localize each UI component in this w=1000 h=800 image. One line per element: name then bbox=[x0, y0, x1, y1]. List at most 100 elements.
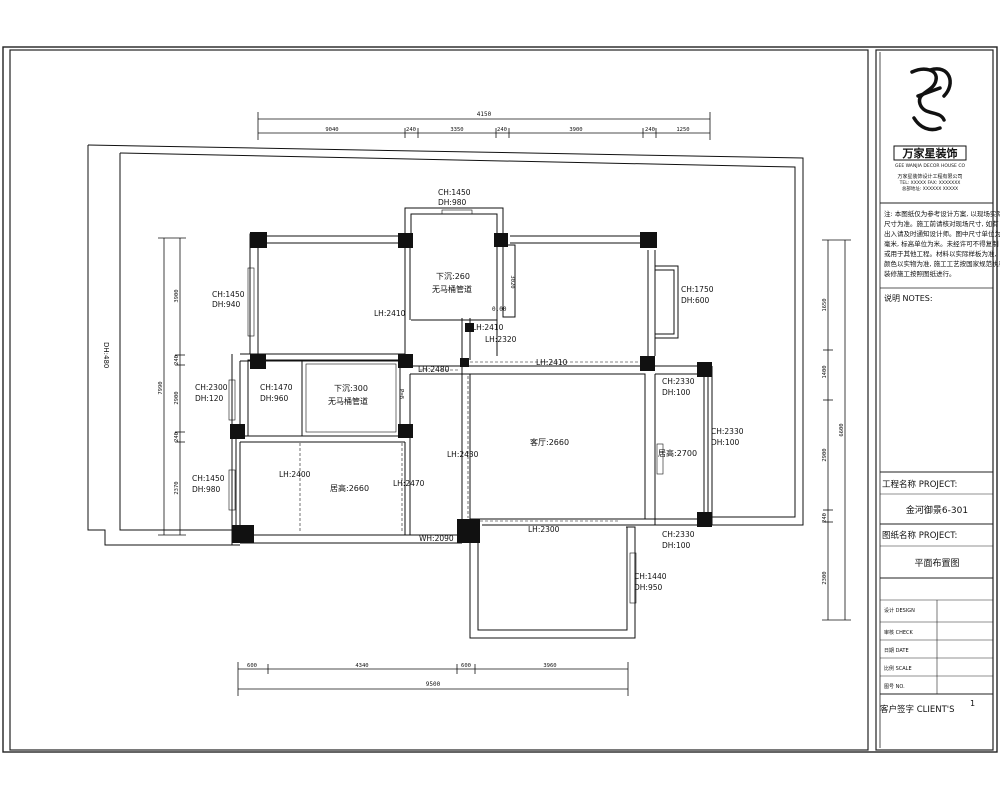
dim-right-seg-3: 2900 bbox=[822, 448, 828, 461]
addr-line-3: 总部地址: XXXXXX XXXXX bbox=[902, 185, 958, 192]
drawing-label: 图纸名称 PROJECT: bbox=[882, 530, 957, 541]
label-bath2-l1: 下沉:300 bbox=[334, 384, 368, 393]
label-e-dh: DH:100 bbox=[662, 388, 690, 397]
dim-top-seg-4: 240 bbox=[497, 127, 507, 133]
tb-row-4: 比例 SCALE bbox=[884, 665, 912, 672]
label-bedroom2660: 居高:2660 bbox=[330, 483, 369, 493]
dim-right-seg-2: 1400 bbox=[822, 365, 828, 378]
client-label: 客户签字 CLIENT'S bbox=[880, 704, 955, 715]
label-lh-2430: LH:2430 bbox=[447, 450, 479, 459]
label-bedroom2700: 居高:2700 bbox=[658, 448, 697, 458]
label-bath2-l2: 无马桶管道 bbox=[328, 396, 368, 406]
label-e-ch: CH:2330 bbox=[662, 377, 695, 386]
label-bath1-l1: 下沉:260 bbox=[436, 272, 470, 281]
tb-row-3: 日期 DATE bbox=[884, 648, 909, 654]
company-logo bbox=[910, 67, 952, 132]
label-lh-2400: LH:2400 bbox=[279, 470, 311, 479]
project-label: 工程名称 PROJECT: bbox=[882, 479, 957, 490]
dim-bottom-seg-1: 600 bbox=[247, 663, 257, 669]
title-block: 万家星装饰 GEE WANJIA DECOR HOUSE CO 万家星装饰设计工… bbox=[875, 49, 1000, 751]
notes-line-4: 毫米, 标高单位为米。未经许可不得复制 bbox=[884, 239, 999, 248]
label-bath1-dim: 3020 bbox=[509, 275, 515, 288]
label-lh-2410b: LH:2410 bbox=[472, 323, 504, 332]
notes-line-5: 或用于其他工程。材料以实际样板为准, bbox=[884, 249, 997, 258]
project-name: 金河御景6-301 bbox=[906, 504, 968, 516]
outer-frame bbox=[2, 46, 998, 753]
label-lh-2470: LH:2470 bbox=[393, 479, 425, 488]
dim-bottom-seg-2: 4340 bbox=[355, 663, 368, 669]
notes-line-6: 颜色以实物为准, 施工工艺按国家规范执行, bbox=[884, 259, 1000, 268]
walls bbox=[228, 207, 713, 639]
dim-bottom-total: 9500 bbox=[426, 681, 441, 688]
dim-left-total: 7990 bbox=[158, 381, 164, 394]
label-p8: P=8 bbox=[398, 389, 404, 399]
dim-bottom-seg-4: 3960 bbox=[543, 663, 556, 669]
label-r1-ch: CH:1450 bbox=[212, 290, 245, 299]
drawing-name: 平面布置图 bbox=[914, 557, 959, 569]
label-small-ch: CH:1470 bbox=[260, 383, 293, 392]
label-lh-2480: LH:2480 bbox=[418, 365, 450, 374]
dim-top-total: 4150 bbox=[477, 111, 492, 118]
dim-right-total: 6600 bbox=[839, 423, 845, 436]
label-bot-dh: DH:100 bbox=[662, 541, 690, 550]
addr-line-1: 万家星装饰设计工程有限公司 bbox=[897, 173, 962, 180]
label-bal-ch: CH:1440 bbox=[634, 572, 667, 581]
dim-left-seg-1: 3900 bbox=[174, 289, 180, 302]
dh-left-label: DH:480 bbox=[102, 342, 110, 368]
label-top-ch: CH:1450 bbox=[438, 188, 471, 197]
dim-top-seg-3: 3350 bbox=[450, 127, 463, 133]
label-top-dh: DH:980 bbox=[438, 198, 466, 207]
dim-top-seg-5: 3900 bbox=[569, 127, 582, 133]
label-lh-2320: LH:2320 bbox=[485, 335, 517, 344]
dim-top-seg-7: 1250 bbox=[676, 127, 689, 133]
label-bot-ch: CH:2330 bbox=[662, 530, 695, 539]
label-lh-2300: LH:2300 bbox=[528, 525, 560, 534]
label-se-ch: CH:2330 bbox=[711, 427, 744, 436]
label-zero: 0.00 bbox=[492, 306, 507, 313]
drawing-border bbox=[9, 49, 869, 751]
tb-row-2: 审核 CHECK bbox=[884, 629, 913, 636]
dim-top-seg-6: 240 bbox=[645, 127, 655, 133]
site-boundary bbox=[87, 144, 804, 546]
notes-line-2: 尺寸为准。施工前请核对现场尺寸, 如有 bbox=[884, 219, 999, 228]
dim-right-seg-5: 2300 bbox=[822, 571, 828, 584]
label-bl-ch: CH:1450 bbox=[192, 474, 225, 483]
label-living: 客厅:2660 bbox=[530, 437, 569, 447]
dim-right-seg-4: 240 bbox=[822, 513, 828, 523]
label-r3-dh: DH:600 bbox=[681, 296, 709, 305]
dim-left-seg-2: 240 bbox=[174, 355, 180, 365]
dim-top-seg-2: 240 bbox=[406, 127, 416, 133]
notes-line-7: 装修施工按照图纸进行。 bbox=[884, 269, 956, 278]
addr-line-2: TEL: XXXXX FAX: XXXXXXX bbox=[899, 180, 961, 186]
label-bal-dh: DH:950 bbox=[634, 583, 662, 592]
dim-top-seg-1: 9040 bbox=[325, 127, 338, 133]
label-r3-ch: CH:1750 bbox=[681, 285, 714, 294]
company-en: GEE WANJIA DECOR HOUSE CO bbox=[895, 163, 965, 169]
dimension-texts: 4150 9040 240 3350 240 3900 240 1250 950… bbox=[158, 111, 845, 688]
label-bl-dh: DH:980 bbox=[192, 485, 220, 494]
tb-row-5: 图号 NO. bbox=[884, 684, 905, 690]
label-bath1-l2: 无马桶管道 bbox=[432, 284, 472, 294]
room-labels: CH:1450 DH:940 CH:1450 DH:980 下沉:260 无马桶… bbox=[192, 188, 744, 592]
label-mid-dh: DH:120 bbox=[195, 394, 223, 403]
dim-left-seg-4: 240 bbox=[174, 432, 180, 442]
dim-left-seg-5: 2370 bbox=[174, 481, 180, 494]
company-name: 万家星装饰 bbox=[902, 146, 958, 160]
label-small-dh: DH:960 bbox=[260, 394, 288, 403]
sheet-number: 1 bbox=[970, 699, 975, 708]
tb-row-1: 设计 DESIGN bbox=[884, 607, 915, 614]
dim-right-seg-1: 1650 bbox=[822, 298, 828, 311]
label-lh-2410a: LH:2410 bbox=[374, 309, 406, 318]
label-r1-dh: DH:940 bbox=[212, 300, 240, 309]
label-se-dh: DH:100 bbox=[711, 438, 739, 447]
label-mid-ch: CH:2300 bbox=[195, 383, 228, 392]
notes-label: 说明 NOTES: bbox=[884, 293, 933, 303]
label-lh-2410c: LH:2410 bbox=[536, 358, 568, 367]
dim-bottom-seg-3: 600 bbox=[461, 663, 471, 669]
label-wh-2090: WH:2090 bbox=[419, 534, 454, 543]
notes-line-3: 出入请及时通知设计师。图中尺寸单位为 bbox=[884, 229, 1000, 238]
dim-left-seg-3: 2900 bbox=[174, 391, 180, 404]
dimension-lines bbox=[158, 112, 851, 696]
columns bbox=[230, 232, 712, 543]
